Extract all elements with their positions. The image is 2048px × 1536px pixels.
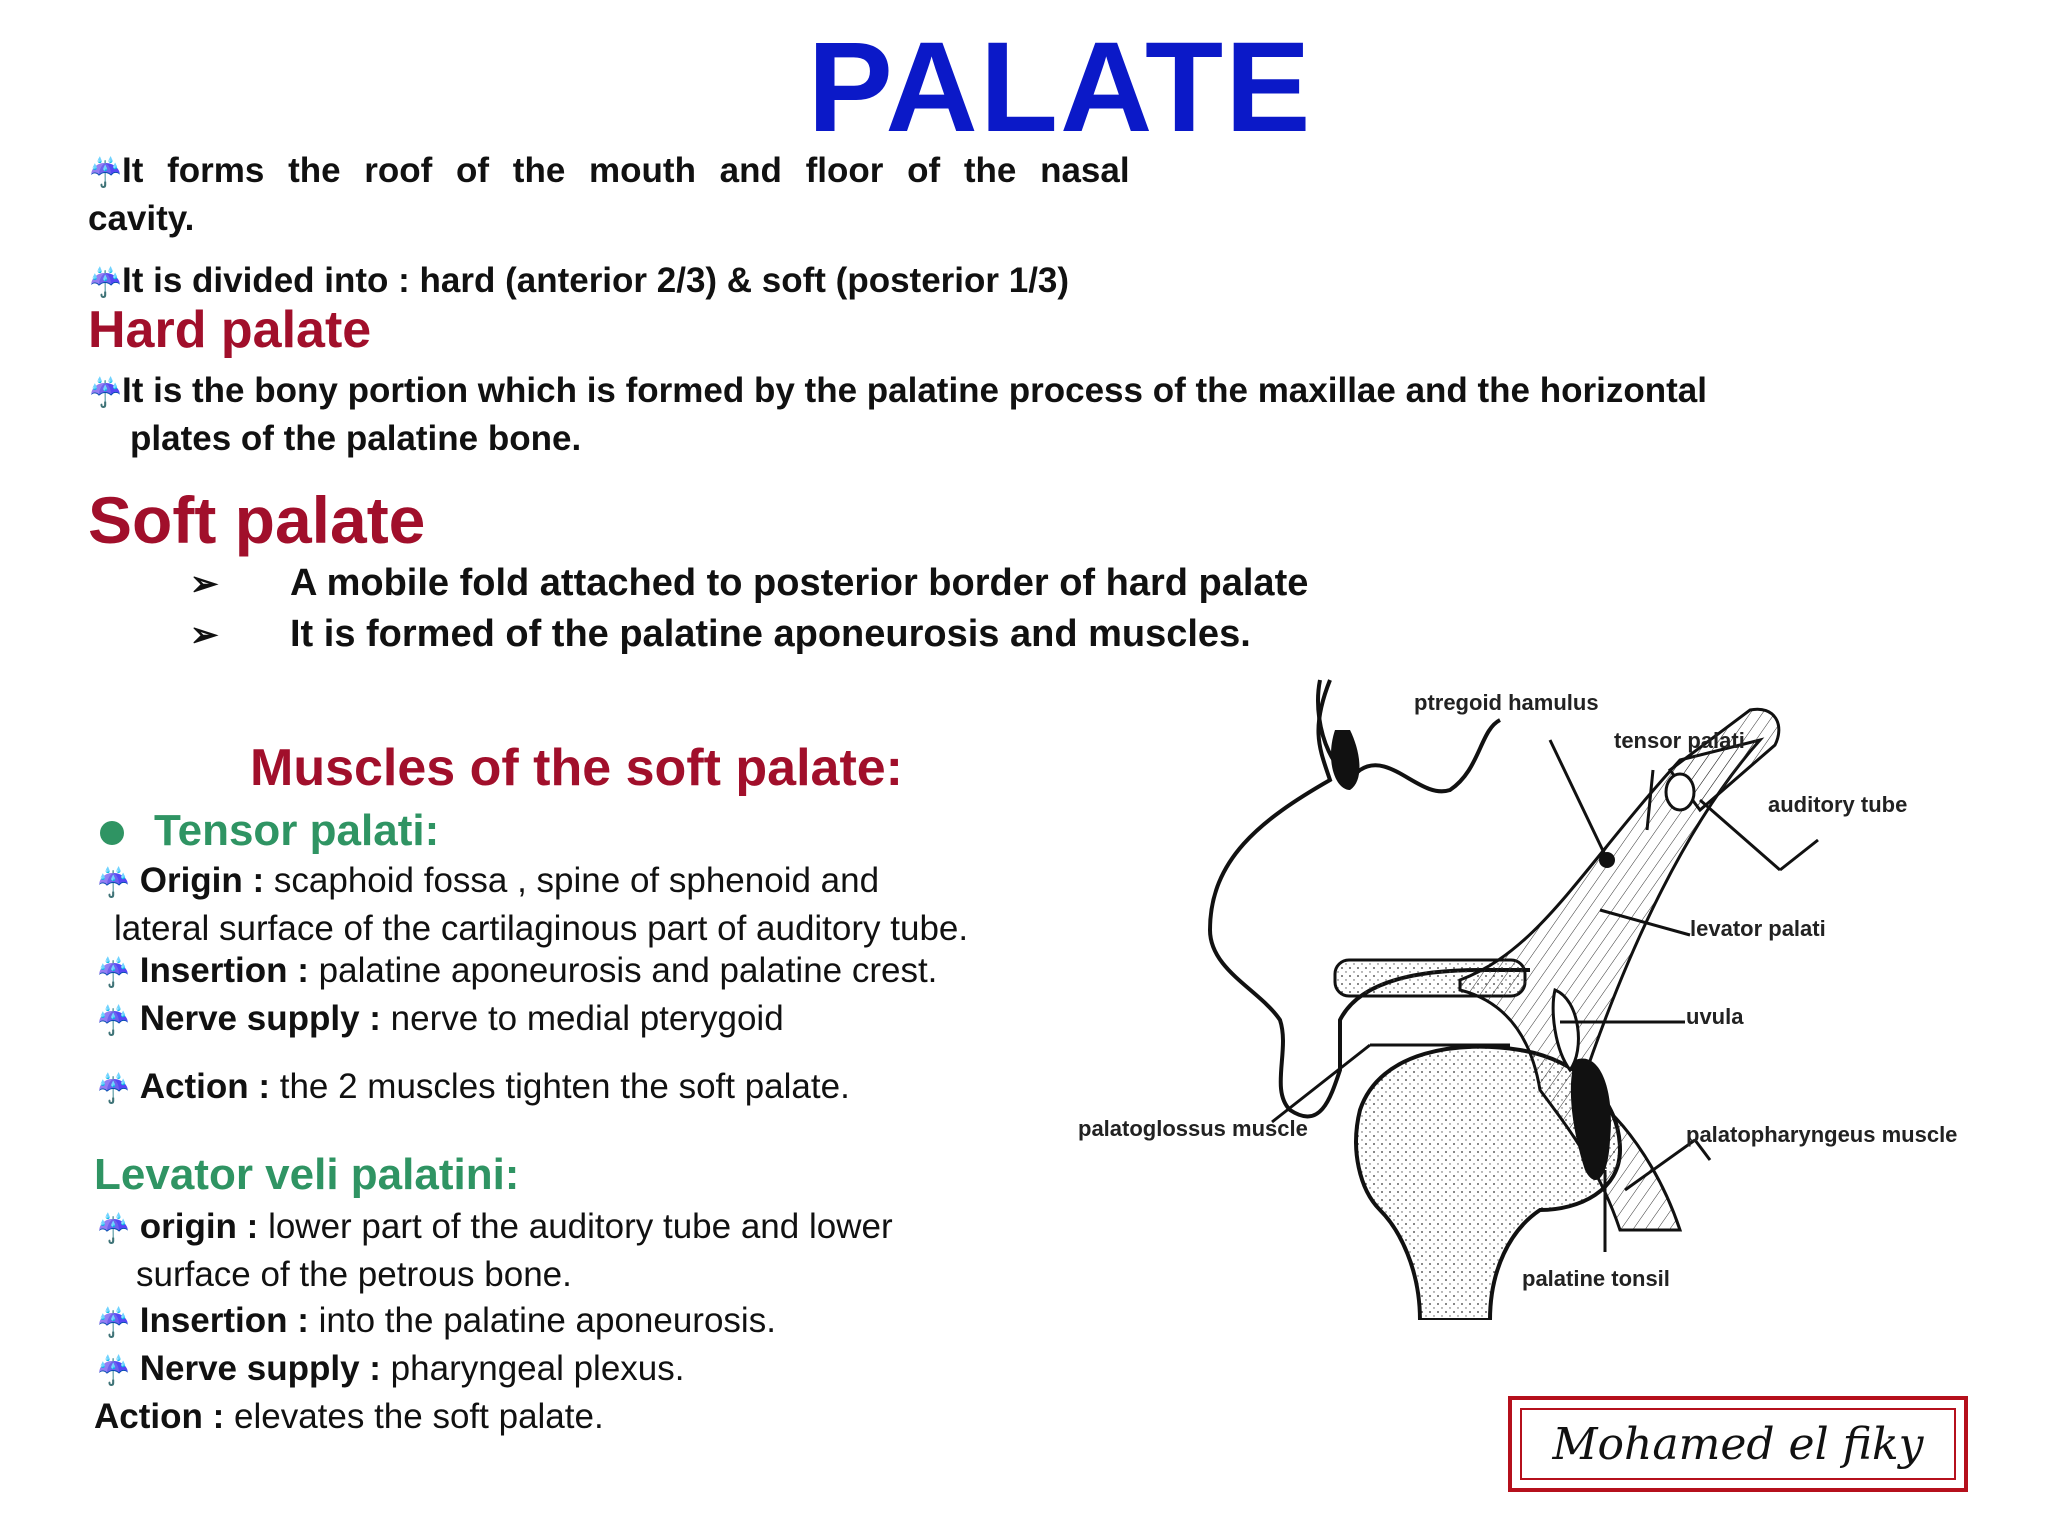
intro-line-2: It is divided into : hard (anterior 2/3)… bbox=[122, 261, 1070, 300]
hard-palate-line-2: plates of the palatine bone. bbox=[130, 419, 582, 458]
bone-dark-oval bbox=[1330, 730, 1360, 790]
leader-lines bbox=[1271, 739, 1819, 1252]
cloud-rain-icon: ☔ bbox=[88, 377, 123, 408]
label-uvula: uvula bbox=[1686, 1004, 1744, 1029]
origin-label: origin : bbox=[139, 1207, 259, 1246]
soft-palate-heading: Soft palate bbox=[88, 483, 426, 557]
hard-palate-text: ☔It is the bony portion which is formed … bbox=[88, 368, 2008, 462]
soft-palate-point: ➢ A mobile fold attached to posterior bor… bbox=[190, 558, 1308, 609]
palatine-tonsil-shape bbox=[1570, 1058, 1611, 1180]
nerve-supply-text: pharyngeal plexus. bbox=[390, 1349, 685, 1388]
signature-box: Mohamed el fiky bbox=[1508, 1396, 1968, 1492]
levator-details: ☔ origin : lower part of the auditory tu… bbox=[94, 1204, 1116, 1440]
uvula-shape bbox=[1551, 987, 1580, 1073]
tongue-outline bbox=[1354, 1044, 1623, 1320]
arrow-bullet-icon: ➢ bbox=[190, 616, 219, 654]
soft-palate-points: ➢ A mobile fold attached to posterior bor… bbox=[190, 558, 1308, 660]
cloud-rain-icon: ☔ bbox=[96, 867, 131, 898]
action-text: elevates the soft palate. bbox=[234, 1397, 604, 1436]
soft-palate-diagram bbox=[1207, 679, 1819, 1320]
insertion-label: Insertion : bbox=[139, 951, 309, 990]
intro-paragraph-2: ☔It is divided into : hard (anterior 2/3… bbox=[88, 258, 1388, 306]
label-auditory-tube: auditory tube bbox=[1768, 792, 1908, 817]
soft-palate-point-text: A mobile fold attached to posterior bord… bbox=[290, 562, 1309, 604]
intro-line-1b: cavity. bbox=[88, 199, 195, 238]
cloud-rain-icon: ☔ bbox=[96, 1355, 131, 1386]
cloud-rain-icon: ☔ bbox=[96, 1213, 131, 1244]
label-levator-palati: levator palati bbox=[1690, 916, 1826, 941]
tensor-palati-details: ☔ Origin : scaphoid fossa , spine of sph… bbox=[96, 858, 1116, 1112]
nerve-supply-text: nerve to medial pterygoid bbox=[390, 999, 784, 1038]
origin-text: scaphoid fossa , spine of sphenoid and bbox=[273, 861, 880, 900]
cloud-rain-icon: ☔ bbox=[96, 1073, 131, 1104]
cloud-rain-icon: ☔ bbox=[88, 267, 123, 298]
nerve-supply-label: Nerve supply : bbox=[139, 999, 381, 1038]
insertion-text: into the palatine aponeurosis. bbox=[318, 1301, 776, 1340]
action-label: Action : bbox=[94, 1397, 225, 1436]
action-text: the 2 muscles tighten the soft palate. bbox=[279, 1067, 850, 1106]
cloud-rain-icon: ☔ bbox=[96, 1005, 131, 1036]
origin-text-cont: surface of the petrous bone. bbox=[136, 1255, 572, 1294]
insertion-label: Insertion : bbox=[139, 1301, 309, 1340]
action-label: Action : bbox=[139, 1067, 270, 1106]
hard-palate-heading: Hard palate bbox=[88, 301, 372, 359]
label-palatine-tonsil: palatine tonsil bbox=[1522, 1266, 1670, 1291]
muscles-heading: Muscles of the soft palate: bbox=[250, 739, 903, 797]
origin-text-cont: lateral surface of the cartilaginous par… bbox=[114, 909, 969, 948]
tensor-palati-heading-row: Tensor palati: bbox=[100, 806, 439, 856]
auditory-tube-shape bbox=[1667, 707, 1781, 813]
origin-text: lower part of the auditory tube and lowe… bbox=[268, 1207, 893, 1246]
signature-text: Mohamed el fiky bbox=[1520, 1408, 1956, 1480]
label-palatopharyngeus: palatopharyngeus muscle bbox=[1686, 1122, 1958, 1147]
label-tensor-palati: tensor palati bbox=[1614, 728, 1745, 753]
tensor-palati-heading: Tensor palati: bbox=[154, 806, 440, 855]
pterygoid-plate bbox=[1316, 679, 1502, 794]
hamulus-point bbox=[1599, 852, 1615, 868]
auditory-tube-opening bbox=[1664, 772, 1696, 812]
insertion-text: palatine aponeurosis and palatine crest. bbox=[318, 951, 938, 990]
green-dot-icon bbox=[100, 821, 124, 846]
levator-heading: Levator veli palatini: bbox=[94, 1150, 520, 1199]
cloud-rain-icon: ☔ bbox=[96, 957, 131, 988]
soft-palate-point: ➢ It is formed of the palatine aponeurosi… bbox=[190, 609, 1308, 660]
intro-line-1a: It forms the roof of the mouth and floor… bbox=[122, 151, 1130, 190]
hard-palate-line-1: It is the bony portion which is formed b… bbox=[122, 371, 1707, 410]
origin-label: Origin : bbox=[139, 861, 265, 900]
cloud-rain-icon: ☔ bbox=[88, 157, 123, 188]
page-title: PALATE bbox=[807, 16, 1313, 159]
intro-paragraph-1: ☔It forms the roof of the mouth and floo… bbox=[88, 148, 1188, 242]
cloud-rain-icon: ☔ bbox=[96, 1307, 131, 1338]
nerve-supply-label: Nerve supply : bbox=[139, 1349, 381, 1388]
label-ptregoid-hamulus: ptregoid hamulus bbox=[1414, 690, 1599, 715]
label-palatoglossus: palatoglossus muscle bbox=[1078, 1116, 1308, 1141]
nasal-cavity-outline bbox=[1207, 679, 1530, 1119]
arrow-bullet-icon: ➢ bbox=[190, 565, 219, 603]
soft-palate-point-text: It is formed of the palatine aponeurosis… bbox=[290, 613, 1251, 655]
